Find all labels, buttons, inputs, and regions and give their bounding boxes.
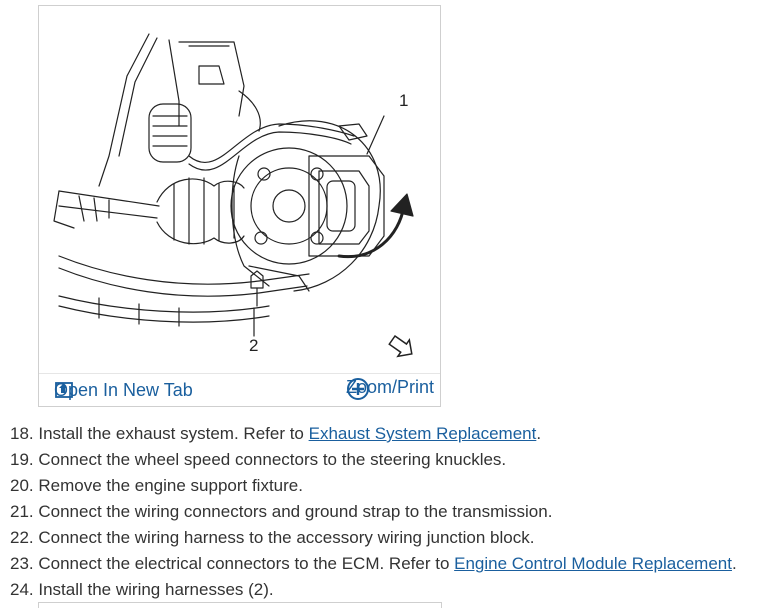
step-number: 19. <box>10 450 34 469</box>
view-direction-arrow-icon <box>388 334 413 358</box>
step-text: Install the exhaust system. Refer to <box>38 424 309 443</box>
list-item: 18. Install the exhaust system. Refer to… <box>10 421 737 447</box>
zoom-print-button[interactable]: Zoom/Print <box>346 377 434 400</box>
list-item: 22. Connect the wiring harness to the ac… <box>10 525 737 551</box>
procedure-steps: 18. Install the exhaust system. Refer to… <box>10 421 737 603</box>
next-figure-clipped <box>38 602 442 608</box>
step-punctuation: . <box>731 554 737 573</box>
figure-toolbar: Open In New Tab Zoom/Print <box>39 373 440 406</box>
step-number: 24. <box>10 580 34 599</box>
service-illustration: 1 2 Open In New Tab Zoom/Print <box>38 5 441 407</box>
list-item: 20. Remove the engine support fixture. <box>10 473 737 499</box>
exhaust-system-replacement-link[interactable]: Exhaust System Replacement <box>308 424 537 443</box>
zoom-plus-icon <box>346 378 369 400</box>
step-number: 22. <box>10 528 34 547</box>
list-item: 21. Connect the wiring connectors and gr… <box>10 499 737 525</box>
step-text: Connect the wheel speed connectors to th… <box>38 450 507 469</box>
open-in-new-tab-label: Open In New Tab <box>54 380 193 400</box>
knuckle-assembly-drawing: 1 2 <box>53 33 414 358</box>
step-number: 18. <box>10 424 34 443</box>
step-text: Remove the engine support fixture. <box>38 476 303 495</box>
list-item: 24. Install the wiring harnesses (2). <box>10 577 737 603</box>
step-number: 20. <box>10 476 34 495</box>
step-text: Connect the electrical connectors to the… <box>38 554 455 573</box>
open-in-new-tab-button[interactable]: Open In New Tab <box>54 380 193 401</box>
step-text: Connect the wiring harness to the access… <box>38 528 535 547</box>
callout-1: 1 <box>399 91 408 110</box>
step-punctuation: . <box>536 424 542 443</box>
step-number: 21. <box>10 502 34 521</box>
open-in-new-tab-icon <box>55 382 73 398</box>
callout-2: 2 <box>249 336 258 355</box>
step-text: Connect the wiring connectors and ground… <box>38 502 553 521</box>
step-text: Install the wiring harnesses (2). <box>38 580 274 599</box>
step-number: 23. <box>10 554 34 573</box>
engine-control-module-replacement-link[interactable]: Engine Control Module Replacement <box>454 554 732 573</box>
list-item: 23. Connect the electrical connectors to… <box>10 551 737 577</box>
list-item: 19. Connect the wheel speed connectors t… <box>10 447 737 473</box>
